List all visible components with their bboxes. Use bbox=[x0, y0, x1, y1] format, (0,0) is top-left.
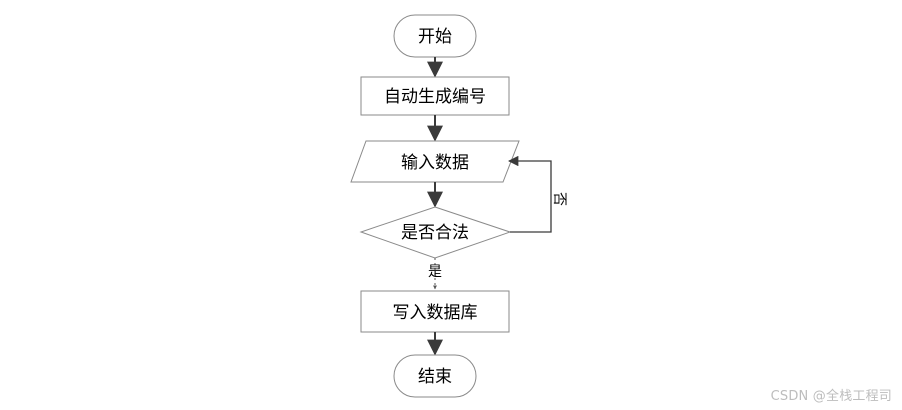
write-db-label: 写入数据库 bbox=[393, 303, 478, 323]
end-label: 结束 bbox=[418, 367, 452, 387]
write-db-node: 写入数据库 bbox=[360, 290, 510, 333]
is-valid-label: 是否合法 bbox=[401, 223, 469, 243]
end-node: 结束 bbox=[393, 354, 477, 398]
arrow-no-loop bbox=[507, 155, 552, 233]
start-node: 开始 bbox=[393, 14, 477, 58]
yes-label: 是 bbox=[428, 264, 442, 280]
generate-id-node: 自动生成编号 bbox=[360, 76, 510, 116]
start-label: 开始 bbox=[418, 27, 452, 47]
no-label: 否 bbox=[551, 192, 567, 206]
input-data-label: 输入数据 bbox=[401, 153, 469, 173]
watermark: CSDN @全栈工程司 bbox=[770, 389, 892, 404]
generate-id-label: 自动生成编号 bbox=[384, 87, 486, 107]
is-valid-node: 是否合法 bbox=[359, 206, 512, 259]
input-data-node: 输入数据 bbox=[350, 140, 520, 183]
